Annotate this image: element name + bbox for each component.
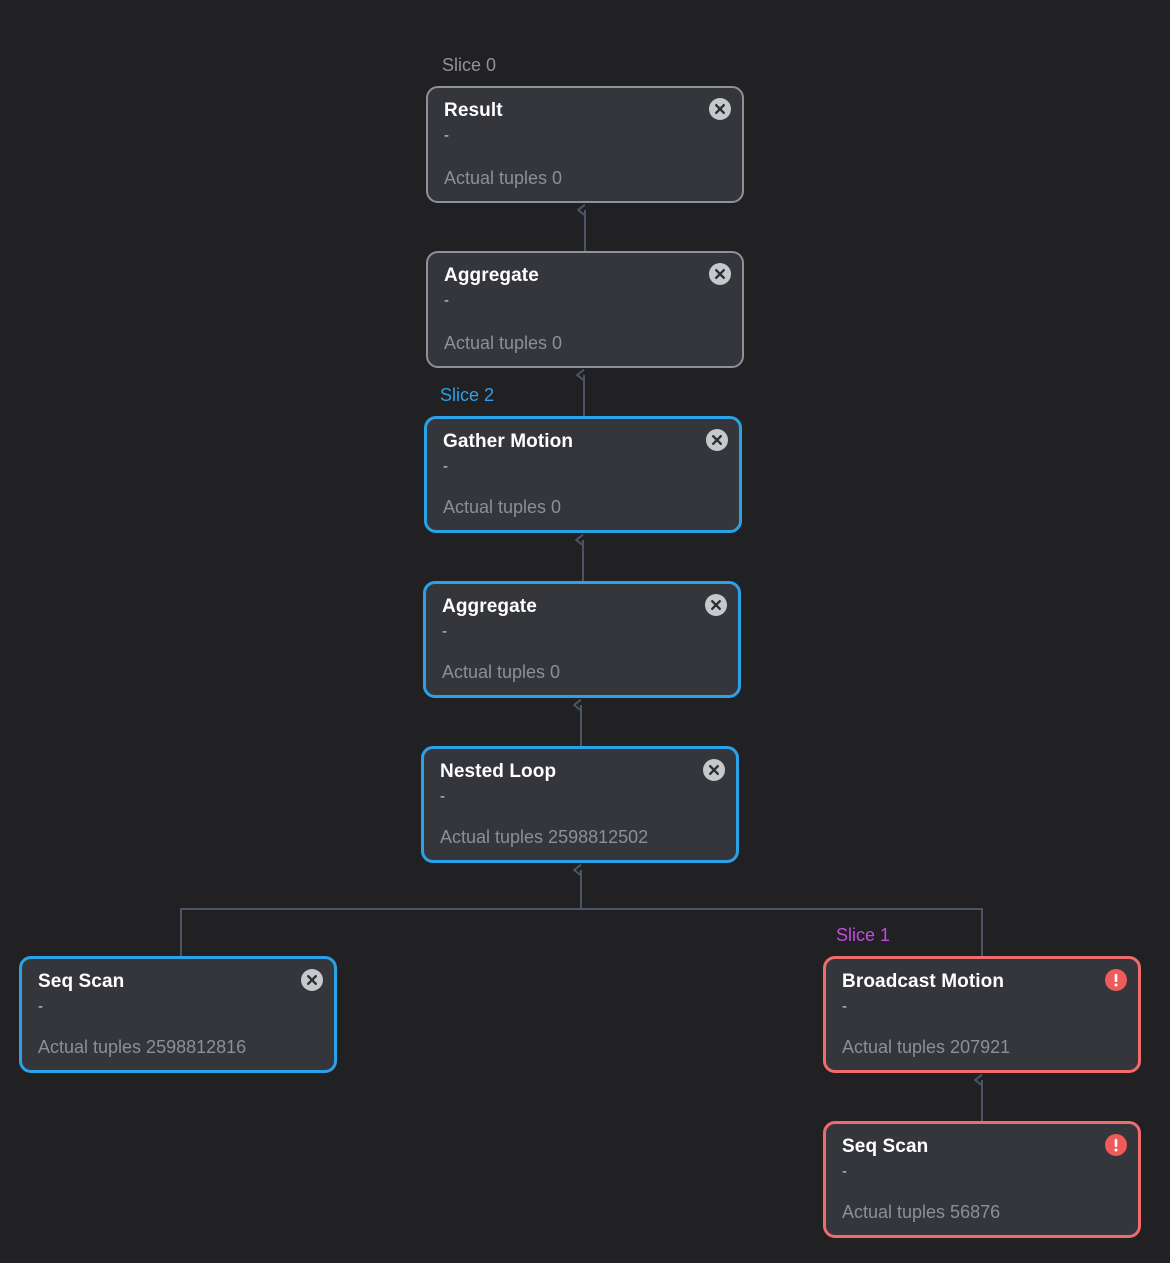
plan-node-title: Nested Loop (440, 761, 557, 782)
plan-node-title: Seq Scan (38, 971, 125, 992)
plan-node-actual-tuples: Actual tuples 2598812816 (38, 1037, 247, 1057)
plan-node-title: Seq Scan (842, 1136, 929, 1157)
warning-icon[interactable] (1105, 1134, 1127, 1156)
plan-node-actual-tuples: Actual tuples 2598812502 (440, 827, 649, 847)
close-icon[interactable] (709, 263, 731, 285)
plan-node-actual-tuples: Actual tuples 0 (442, 662, 561, 682)
plan-node-subtitle: - (842, 1163, 847, 1180)
close-icon[interactable] (705, 594, 727, 616)
plan-node-title: Broadcast Motion (842, 971, 1005, 992)
plan-node-aggregate-top[interactable]: Aggregate - Actual tuples 0 (426, 251, 744, 368)
slice-label-slice-2: Slice 2 (440, 385, 495, 405)
warning-icon[interactable] (1105, 969, 1127, 991)
plan-node-subtitle: - (842, 998, 847, 1015)
plan-node-actual-tuples: Actual tuples 0 (444, 168, 563, 188)
plan-node-result[interactable]: Result - Actual tuples 0 (426, 86, 744, 203)
plan-node-nested-loop[interactable]: Nested Loop - Actual tuples 2598812502 (421, 746, 739, 863)
plan-node-gather-motion[interactable]: Gather Motion - Actual tuples 0 (424, 416, 742, 533)
plan-node-actual-tuples: Actual tuples 0 (443, 497, 562, 517)
slice-label-slice-0: Slice 0 (442, 55, 497, 75)
plan-node-subtitle: - (444, 292, 449, 309)
plan-node-seq-scan-left[interactable]: Seq Scan - Actual tuples 2598812816 (19, 956, 337, 1073)
plan-node-subtitle: - (443, 458, 448, 475)
plan-node-subtitle: - (444, 127, 449, 144)
close-icon[interactable] (703, 759, 725, 781)
plan-node-subtitle: - (442, 623, 447, 640)
plan-node-title: Gather Motion (443, 431, 574, 452)
plan-node-actual-tuples: Actual tuples 0 (444, 333, 563, 353)
slice-label-slice-1: Slice 1 (836, 925, 891, 945)
plan-node-actual-tuples: Actual tuples 207921 (842, 1037, 1011, 1057)
plan-node-seq-scan-right[interactable]: Seq Scan - Actual tuples 56876 (823, 1121, 1141, 1238)
plan-node-subtitle: - (440, 788, 445, 805)
plan-node-title: Aggregate (442, 596, 537, 617)
plan-node-title: Aggregate (444, 265, 539, 286)
plan-node-broadcast-motion[interactable]: Broadcast Motion - Actual tuples 207921 (823, 956, 1141, 1073)
close-icon[interactable] (706, 429, 728, 451)
plan-node-actual-tuples: Actual tuples 56876 (842, 1202, 1001, 1222)
plan-node-subtitle: - (38, 998, 43, 1015)
plan-node-aggregate-lower[interactable]: Aggregate - Actual tuples 0 (423, 581, 741, 698)
plan-node-title: Result (444, 100, 503, 121)
close-icon[interactable] (301, 969, 323, 991)
close-icon[interactable] (709, 98, 731, 120)
